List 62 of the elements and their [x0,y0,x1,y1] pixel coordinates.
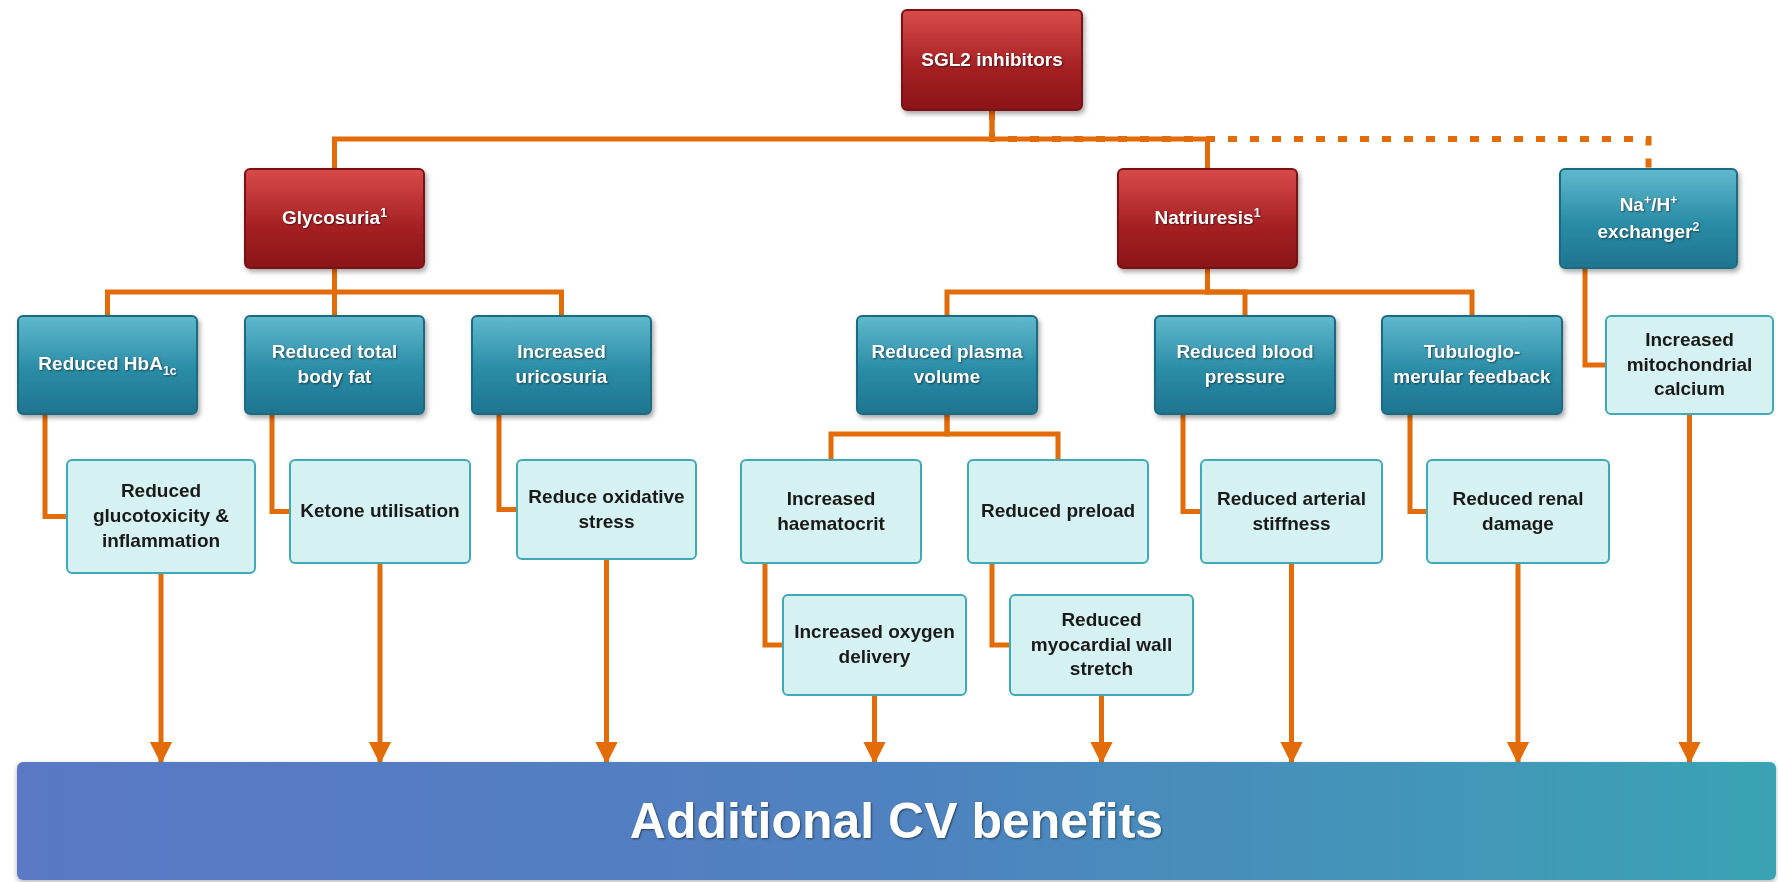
node-label: Reduced HbA$_{1c}$ [38,351,177,379]
connector [1205,269,1475,315]
process-box [1154,315,1336,415]
arrow [368,564,392,765]
connector [269,415,289,514]
outcome-box [1009,594,1194,696]
node-label: Increased oxygen delivery [793,620,956,669]
process-box [1559,168,1738,269]
arrow [1506,564,1530,765]
process-box [244,315,425,415]
process-box [1381,315,1563,415]
outcome-box [967,459,1149,564]
process-box [17,315,198,415]
connector [944,415,1061,459]
arrow [1678,415,1701,765]
node-label: Reduced renal damage [1451,486,1585,536]
dotted-connector [989,111,1652,168]
process-box [244,168,425,269]
process-box [901,9,1083,111]
node-label: Reduce oxidative stress [527,484,686,534]
connector [1180,415,1200,514]
arrow [149,574,173,765]
node-label: Tubuloglo- merular feedback [1392,340,1552,389]
arrow [863,696,886,765]
outcome-box [782,594,967,696]
node-label: Increased haematocrit [776,486,886,536]
node-label: Na$^{+}$/H$^{+}$ exchanger$^{2}$ [1596,192,1701,244]
node-label: Increased mitochondrial calcium [1625,327,1754,402]
arrow [1090,696,1113,765]
outcome-box [740,459,922,564]
node-label: Reduced glucotoxicity & inflammation [91,479,231,553]
connector [42,415,66,519]
banner-bar [17,762,1776,880]
node-label: Reduced total body fat [270,340,399,389]
outcome-box [1426,459,1610,564]
node-label: Reduced plasma volume [870,340,1024,389]
node-label: Ketone utilisation [300,499,460,524]
node-label: Natriuresis$^{1}$ [1154,205,1261,231]
node-label: Reduced myocardial wall stretch [1029,607,1174,682]
connector [1407,415,1426,514]
connector [1582,269,1605,368]
arrow [1280,564,1303,765]
process-box [471,315,652,415]
node-label: Increased uricosuria [514,340,609,389]
connector [989,564,1009,648]
connector [332,269,564,315]
connector [496,415,516,512]
process-box [856,315,1038,415]
outcome-box [66,459,256,574]
banner-title: Additional CV benefits [629,793,1164,849]
outcome-box [1605,315,1774,415]
node-label: Reduced preload [980,499,1136,524]
outcome-box [1200,459,1383,564]
outcome-box [289,459,471,564]
node-label: Reduced blood pressure [1175,340,1315,389]
node-label: Reduced arterial stiffness [1216,486,1367,536]
connector [762,564,782,648]
node-label: Glycosuria$^{1}$ [281,205,388,231]
outcome-box [516,459,697,560]
arrow [595,560,618,765]
node-label: SGL2 inhibitors [921,47,1063,72]
process-box [1117,168,1298,269]
